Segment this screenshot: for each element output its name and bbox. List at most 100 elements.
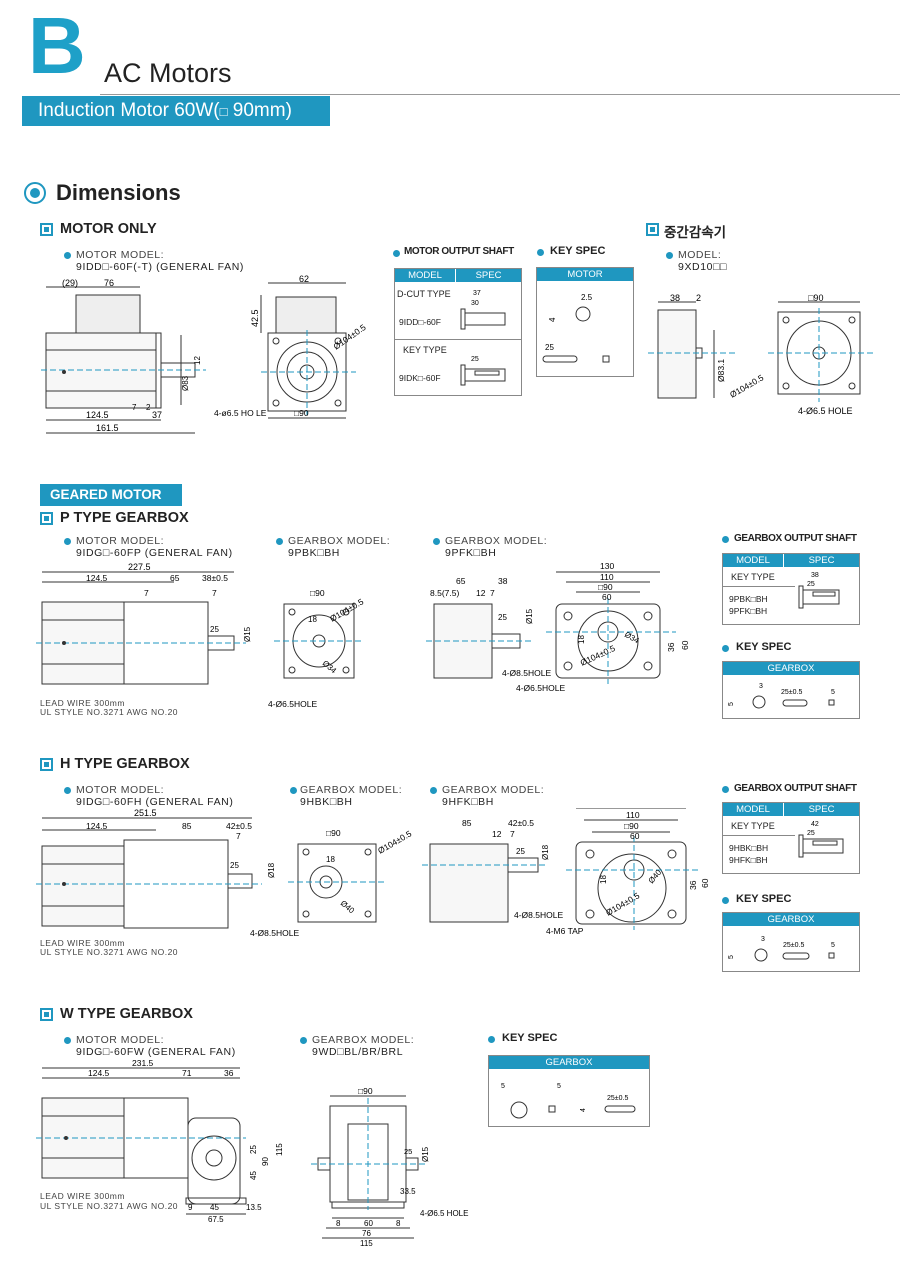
h-42: 42±0.5 [226,821,252,831]
key-2-5: 2.5 [581,293,593,302]
w-25: 25 [249,1145,258,1154]
h-12: 12 [492,829,502,839]
p-shaft-25: 25 [807,581,815,588]
dimensions-icon [24,182,46,204]
p-38b: 38 [498,576,508,586]
h-85b: 85 [462,818,472,828]
dim-37: 37 [152,410,162,420]
bullet-icon [722,897,729,904]
p-gb1-label: GEARBOX MODEL: [288,535,391,547]
motor-key-spec-box: MOTOR 2.5 4 25 [536,267,634,377]
p-key-spec-head: GEARBOX [723,662,859,675]
h-124-5: 124.5 [86,821,108,831]
p-type-drawing: 227.5 124.5 65 38±0.5 7 7 25 Ø15 □90 18 … [36,561,690,709]
h-output-shaft-table: MODEL SPEC KEY TYPE 9HBK□BH 9HFK□BH 42 2… [722,802,860,874]
h-motor-model-value: 9IDG□-60FH (GENERAL FAN) [76,796,234,808]
w-key-5: 5 [501,1083,505,1090]
bullet-icon [290,787,297,794]
h-sq90b: □90 [624,821,639,831]
col-model: MODEL [395,269,456,282]
h-ul-style: UL STYLE NO.3271 AWG NO.20 [40,947,179,957]
shaft-spec-drawing: 37 30 25 [460,290,506,386]
bullet-icon [430,787,437,794]
w-231-5: 231.5 [132,1058,154,1068]
h-shaft-25: 25 [807,830,815,837]
p-dia15b: Ø15 [525,608,534,624]
bullet-icon [393,250,400,257]
w-lead-wire: LEAD WIRE 300mm [40,1191,125,1201]
bullet-icon [722,786,729,793]
p-25b: 25 [498,613,507,622]
p-sq90b: □90 [598,582,613,592]
h-model2: 9HFK□BH [729,855,768,865]
p-key-type: KEY TYPE [731,572,775,582]
p-motor-model-label: MOTOR MODEL: [76,535,165,547]
w-33-5: 33.5 [400,1187,416,1196]
dim-124-5: 124.5 [86,410,109,420]
bullet-icon [64,252,71,259]
w-90: 90 [261,1157,270,1166]
h-type-drawing: 251.5 124.5 85 42±0.5 7 25 Ø18 □90 18 Ø1… [36,808,710,938]
h-key-5b: 5 [831,942,835,949]
dim-dia104: Ø104±0.5 [331,322,367,352]
motor-only-square-icon [40,223,53,236]
shaft-30: 30 [471,300,479,307]
banner-prefix: Induction Motor 60W( [38,100,220,121]
p-sq90: □90 [310,588,325,598]
w-sq90: □90 [358,1086,373,1096]
col-spec: SPEC [456,269,521,282]
dim-sq90: □90 [294,408,309,418]
w-36: 36 [224,1068,234,1078]
w-type-title: W TYPE GEARBOX [60,1006,193,1022]
reducer-dia83: Ø83.1 [716,359,726,382]
p-ul-style: UL STYLE NO.3271 AWG NO.20 [40,707,179,717]
p-lead-wire: LEAD WIRE 300mm [40,698,125,708]
dim-dia83: Ø83 [181,375,190,391]
h-tap: 4-M6 TAP [546,926,584,936]
reducer-dia104: Ø104±0.5 [728,372,766,399]
h-gb1-label: GEARBOX MODEL: [300,784,403,796]
p-130: 130 [600,561,614,571]
p-output-shaft-title: GEARBOX OUTPUT SHAFT [734,533,857,544]
w-key-spec-box: GEARBOX 5 5 4 25±0.5 [488,1055,650,1127]
banner-suffix: 90mm) [227,100,292,121]
reducer-38: 38 [670,293,680,303]
w-key-drawing: 5 5 4 25±0.5 [501,1083,636,1119]
h-key-spec-box: GEARBOX 5 3 25±0.5 5 [722,912,860,972]
p-8-5: 8.5(7.5) [430,588,459,598]
w-motor-model-label: MOTOR MODEL: [76,1034,165,1046]
h-42b: 42±0.5 [508,818,534,828]
key-spec-head: MOTOR [537,268,633,281]
p-12: 12 [476,588,486,598]
dim-29: (29) [62,278,78,288]
w-key-spec-head: GEARBOX [489,1056,649,1069]
h-key-type: KEY TYPE [731,821,775,831]
w-67-5: 67.5 [208,1215,224,1224]
p-key-spec-box: GEARBOX 5 3 25±0.5 5 [722,661,860,719]
motor-model-label: MOTOR MODEL: [76,249,165,261]
p-18: 18 [308,615,317,624]
h-motor-model-label: MOTOR MODEL: [76,784,165,796]
w-8a: 8 [336,1219,341,1228]
key-type-label: KEY TYPE [403,345,447,355]
h-key-drawing: 5 3 25±0.5 5 [728,936,835,962]
reducer-model-value: 9XD10□□ [678,261,727,273]
reducer-model-label: MODEL: [678,249,722,261]
p-18b: 18 [577,635,586,644]
h-shaft-42: 42 [811,821,819,828]
p-motor-model-value: 9IDG□-60FP (GENERAL FAN) [76,547,233,559]
h-type-square-icon [40,758,53,771]
reducer-2: 2 [696,293,701,303]
motor-output-shaft-title: MOTOR OUTPUT SHAFT [404,246,514,257]
w-key-25: 25±0.5 [607,1095,628,1102]
w-type-square-icon [40,1008,53,1021]
h-model1: 9HBK□BH [729,843,769,853]
w-124-5: 124.5 [88,1068,110,1078]
h-18: 18 [326,855,335,864]
p-type-title: P TYPE GEARBOX [60,510,189,526]
dcut-model: 9IDD□-60F [399,317,441,327]
h-dia104b: Ø104±0.5 [604,890,642,917]
dim-2: 2 [146,403,151,412]
h-type-title: H TYPE GEARBOX [60,756,190,772]
dim-161-5: 161.5 [96,423,119,433]
